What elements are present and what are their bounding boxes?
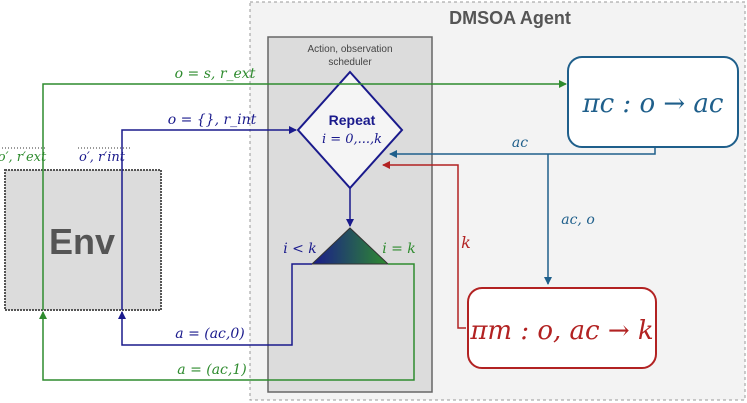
- action-c-label: ac: [512, 135, 528, 151]
- policy-m-box: [467, 287, 657, 369]
- agent-title: DMSOA Agent: [449, 8, 571, 28]
- env-out-ext-label: o′, r′ext: [0, 150, 47, 165]
- action-1-label: a = (ac,1): [177, 362, 246, 378]
- k-label: k: [461, 233, 471, 252]
- scheduler-title-line1: Action, observation: [307, 44, 392, 55]
- policy-m-label: πm : o, ac → k: [469, 316, 653, 346]
- env-label: Env: [49, 221, 115, 262]
- action-1-arrow: [39, 263, 415, 381]
- repeat-label: Repeat: [329, 112, 376, 128]
- action-c-obs-label: ac, o: [561, 212, 595, 228]
- policy-c-box: [567, 56, 739, 148]
- action-0-label: a = (ac,0): [175, 326, 244, 342]
- action-0-arrow: [118, 263, 312, 346]
- policy-c-label: πc : o → ac: [582, 89, 724, 119]
- obs-ext-arrow: [42, 80, 567, 310]
- branch-less-label: i < k: [283, 241, 317, 257]
- action-c-arrow: [389, 147, 656, 158]
- obs-ext-label: o = s, r_ext: [175, 66, 256, 82]
- branch-equal-label: i = k: [382, 241, 416, 257]
- repeat-range: i = 0,...,k: [322, 132, 382, 147]
- branch-triangle: [310, 227, 390, 265]
- env-out-int-label: o′, r′int: [79, 150, 126, 165]
- k-arrow: [382, 161, 466, 329]
- scheduler-title-line2: scheduler: [328, 57, 372, 68]
- env-box: [4, 169, 162, 311]
- obs-int-arrow: [121, 126, 297, 310]
- obs-int-label: o = {}, r_int: [168, 112, 257, 128]
